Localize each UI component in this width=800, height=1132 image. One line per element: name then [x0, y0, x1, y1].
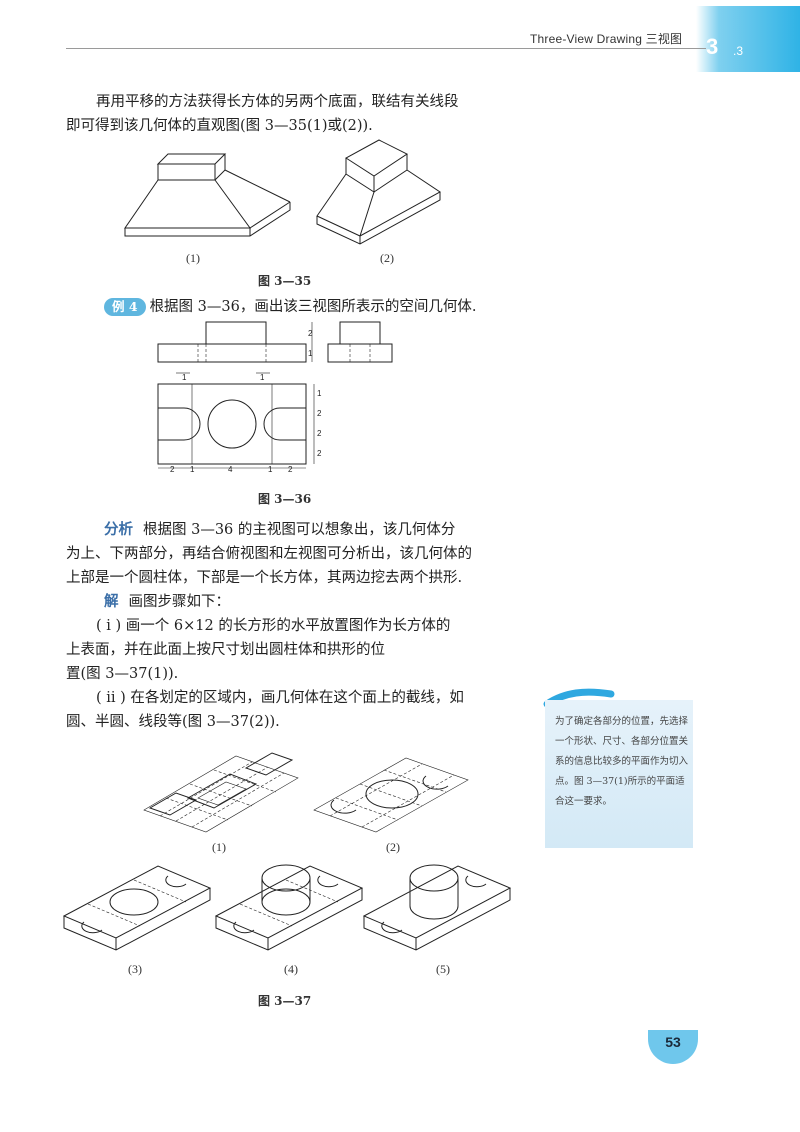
figure-label: (2)	[386, 840, 400, 854]
analysis-label: 分析	[104, 521, 133, 538]
example-badge: 例 4	[104, 298, 146, 316]
analysis-text: 根据图 3—36 的主视图可以想象出，该几何体分	[143, 522, 456, 538]
figure-label: (3)	[128, 962, 142, 976]
svg-text:1: 1	[317, 389, 322, 398]
solution-line: 置(图 3—37(1)).	[66, 666, 179, 682]
svg-text:1: 1	[260, 373, 265, 382]
svg-text:2: 2	[308, 329, 313, 338]
svg-text:1: 1	[190, 465, 195, 474]
side-note	[545, 700, 693, 848]
section-number: 3	[706, 34, 719, 59]
solution-label: 解	[104, 593, 119, 610]
svg-text:1: 1	[308, 349, 313, 358]
figure-3-36-three-views: 2 1 1 1 1 2 2 2 2 1 4 1 2	[157, 321, 393, 474]
figure-title: 图 3—36	[258, 492, 312, 506]
figure-label: (1)	[212, 840, 226, 854]
svg-text:2: 2	[288, 465, 293, 474]
figure-label: (1)	[186, 251, 200, 265]
solution-line: 上表面，并在此面上按尺寸划出圆柱体和拱形的位	[66, 642, 385, 658]
solution-line: 解画图步骤如下：	[104, 590, 230, 614]
figure-3-37-step-3	[62, 865, 212, 951]
solution-line: 圆、半圆、线段等(图 3—37(2)).	[66, 714, 280, 730]
figure-3-35-drawing-1	[124, 153, 291, 237]
example-text: 根据图 3—36，画出该三视图所表示的空间几何体.	[149, 299, 477, 315]
svg-text:1: 1	[182, 373, 187, 382]
section-tab	[696, 6, 800, 72]
header-title: Three-View Drawing 三视图	[530, 32, 683, 46]
figure-label: (2)	[380, 251, 394, 265]
figure-label: (4)	[284, 962, 298, 976]
analysis-line: 为上、下两部分，再结合俯视图和左视图可分析出，该几何体的	[66, 546, 472, 562]
svg-text:2: 2	[317, 429, 322, 438]
figure-title: 图 3—37	[258, 994, 312, 1008]
solution-intro: 画图步骤如下：	[128, 594, 231, 610]
figure-3-37-step-5	[362, 864, 512, 951]
figure-label: (5)	[436, 962, 450, 976]
paragraph-line: 即可得到该几何体的直观图(图 3—35(1)或(2)).	[66, 118, 373, 134]
solution-line: ( ⅰ ) 画一个 6×12 的长方形的水平放置图作为长方体的	[96, 618, 451, 634]
figure-3-37-step-2	[313, 757, 469, 833]
svg-text:2: 2	[170, 465, 175, 474]
figure-title: 图 3—35	[258, 274, 312, 288]
analysis-line: 上部是一个圆柱体，下部是一个长方体，其两边挖去两个拱形.	[66, 570, 463, 586]
svg-text:4: 4	[228, 465, 233, 474]
svg-text:2: 2	[317, 449, 322, 458]
header-rule	[66, 48, 706, 49]
figure-3-35-drawing-2	[316, 139, 441, 245]
side-note-text: 为了确定各部分的位置，先选择一个形状、尺寸、各部分位置关系的信息比较多的平面作为…	[555, 716, 689, 807]
svg-text:1: 1	[268, 465, 273, 474]
paragraph-line: 再用平移的方法获得长方体的另两个底面，联结有关线段	[96, 94, 459, 110]
figure-3-37-step-4	[214, 864, 364, 951]
page-number: 53	[665, 1034, 681, 1050]
svg-text:2: 2	[317, 409, 322, 418]
figure-3-37-step-1	[143, 752, 299, 833]
section-subnumber: .3	[733, 44, 744, 58]
solution-line: ( ⅱ ) 在各划定的区域内，画几何体在这个面上的截线，如	[96, 690, 464, 706]
analysis-line: 分析根据图 3—36 的主视图可以想象出，该几何体分	[104, 518, 455, 542]
